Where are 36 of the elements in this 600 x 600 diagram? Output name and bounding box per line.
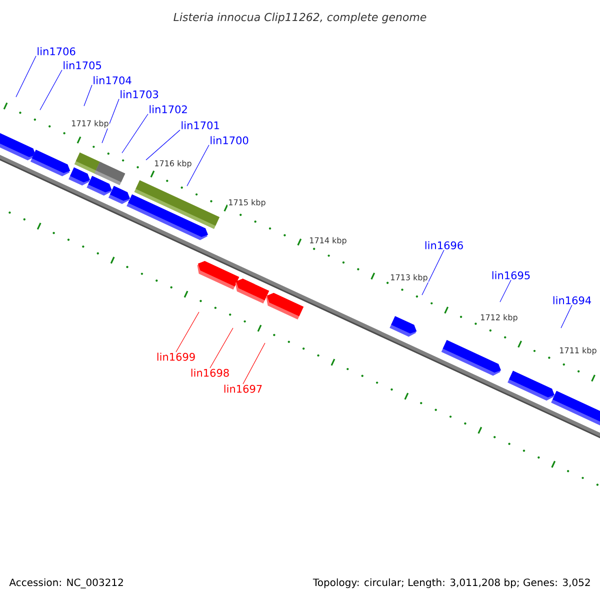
- gene-label: lin1696: [425, 241, 463, 250]
- gene-label: lin1706: [38, 47, 76, 56]
- scale-label: 1713 kbp: [390, 274, 428, 282]
- title: Listeria innocua Clip11262, complete genome: [174, 12, 426, 24]
- scale-label: 1712 kbp: [480, 314, 518, 322]
- gene-label: lin1700: [210, 136, 248, 144]
- gene-label: lin1699: [157, 352, 195, 361]
- footer-text: Topology: circular; Length: 3,011,208 bp; Genes: 3,052: [312, 578, 590, 588]
- footer-text: Accession: NC_003212: [9, 578, 123, 588]
- leader-line: [186, 144, 210, 186]
- scale-label: 1717 kbp: [70, 120, 110, 128]
- gene-label: lin1701: [182, 121, 219, 130]
- leader-line: [102, 98, 120, 144]
- gene-label: lin1704: [94, 76, 132, 84]
- leader-line: [176, 312, 200, 352]
- scale-label: 1715 kbp: [228, 198, 266, 208]
- leader-line: [210, 328, 234, 368]
- leader-line: [146, 130, 180, 160]
- leader-line: [422, 250, 444, 296]
- gene-label: lin1703: [120, 90, 158, 98]
- leader-line: [560, 304, 572, 328]
- scale-label: 1714 kbp: [308, 236, 348, 246]
- leader-line: [242, 342, 266, 384]
- leader-line: [40, 70, 62, 110]
- leader-line: [500, 280, 512, 302]
- scale-label: 1716 kbp: [154, 160, 192, 168]
- leader-line: [84, 84, 92, 106]
- leader-line: [16, 56, 36, 98]
- scale-label: 1711 kbp: [558, 346, 598, 356]
- leader-line: [122, 114, 148, 154]
- gene-label: lin1702: [150, 105, 187, 114]
- gene-label: lin1705: [64, 61, 101, 70]
- gene-label: lin1695: [492, 271, 530, 280]
- gene-label: lin1698: [191, 368, 229, 377]
- gene-label: lin1694: [553, 296, 592, 304]
- gene-label: lin1697: [224, 384, 262, 393]
